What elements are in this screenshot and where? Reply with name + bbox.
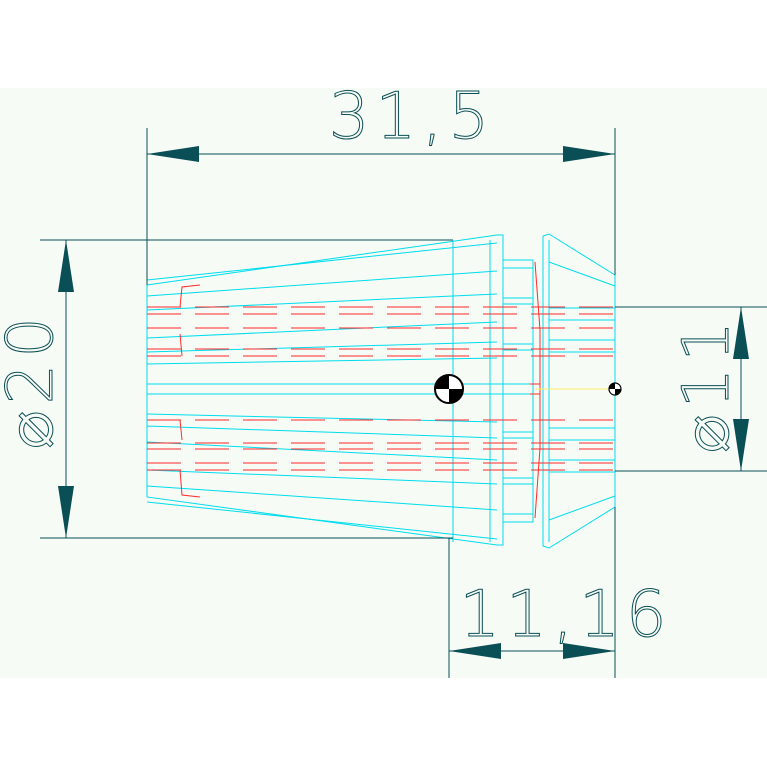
arrowhead — [563, 643, 615, 659]
arrowhead — [58, 486, 74, 538]
dimension-arrows — [58, 146, 749, 659]
centroid-symbol — [434, 374, 464, 404]
bore-diameter-dimension: ⌀11 — [670, 315, 744, 453]
arrowhead — [147, 146, 199, 162]
overall-length-dimension: 31,5 — [329, 80, 496, 154]
arrowhead — [733, 307, 749, 359]
arrowhead — [563, 146, 615, 162]
hidden-lines — [147, 261, 615, 519]
outer-diameter-dimension: ⌀20 — [0, 311, 68, 449]
center-point-symbol — [608, 382, 622, 396]
arrowhead — [58, 240, 74, 292]
nose-length-dimension: 11,16 — [459, 578, 672, 652]
collet-outline — [146, 233, 616, 549]
arrowhead — [449, 643, 501, 659]
arrowhead — [733, 419, 749, 471]
drawing-sheet — [0, 88, 767, 678]
